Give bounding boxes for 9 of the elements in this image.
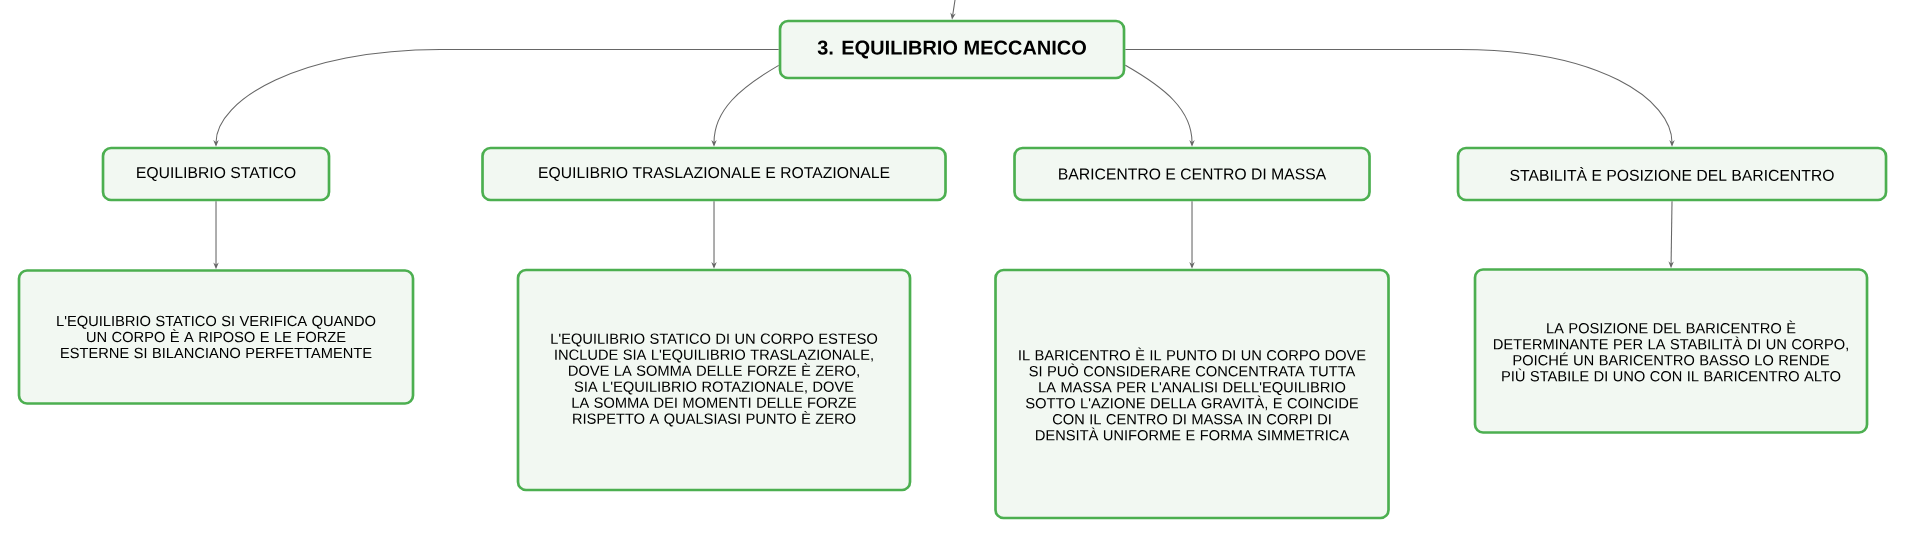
description-box: L'EQUILIBRIO STATICO SI VERIFICA QUANDO UN CORPO È A RIPOSO E LE FORZE ESTERNE SI BILANCIANO PERFETTAMENTE: [17, 269, 415, 405]
description-box: LA POSIZIONE DEL BARICENTRO È DETERMINANTE PER LA STABILITÀ DI UN CORPO, POICHÉ UN BARICENTRO BASSO LO RENDE PIÙ STABILE DI UNO CON IL BARICENTRO ALTO: [1473, 268, 1869, 434]
description-box: IL BARICENTRO È IL PUNTO DI UN CORPO DOVE SI PUÒ CONSIDERARE CONCENTRATA TUTTA LA MASSA PER L'ANALISI DELL'EQUILIBRIO SOTTO L'AZIONE DELLA GRAVITÀ, E COINCIDE CON IL CENTRO DI MASSA IN CORPI DI DENSITÀ UNIFORME E FORMA SIMMETRICA: [994, 268, 1390, 520]
topic-box: STABILITÀ E POSIZIONE DEL BARICENTRO: [1456, 146, 1888, 202]
topic-box: EQUILIBRIO STATICO: [101, 146, 331, 202]
topic-box: BARICENTRO E CENTRO DI MASSA: [1013, 146, 1371, 202]
topic-box: EQUILIBRIO TRASLAZIONALE E ROTAZIONALE: [481, 146, 947, 202]
central-topic-box: 3. EQUILIBRIO MECCANICO: [778, 19, 1126, 80]
description-box: L'EQUILIBRIO STATICO DI UN CORPO ESTESO INCLUDE SIA L'EQUILIBRIO TRASLAZIONALE, DOVE LA SOMMA DELLE FORZE È ZERO, SIA L'EQUILIBRIO ROTAZIONALE, DOVE LA SOMMA DEI MOMENTI DELLE FORZE RISPETTO A QUALSIASI PUNTO È ZERO: [516, 268, 912, 492]
